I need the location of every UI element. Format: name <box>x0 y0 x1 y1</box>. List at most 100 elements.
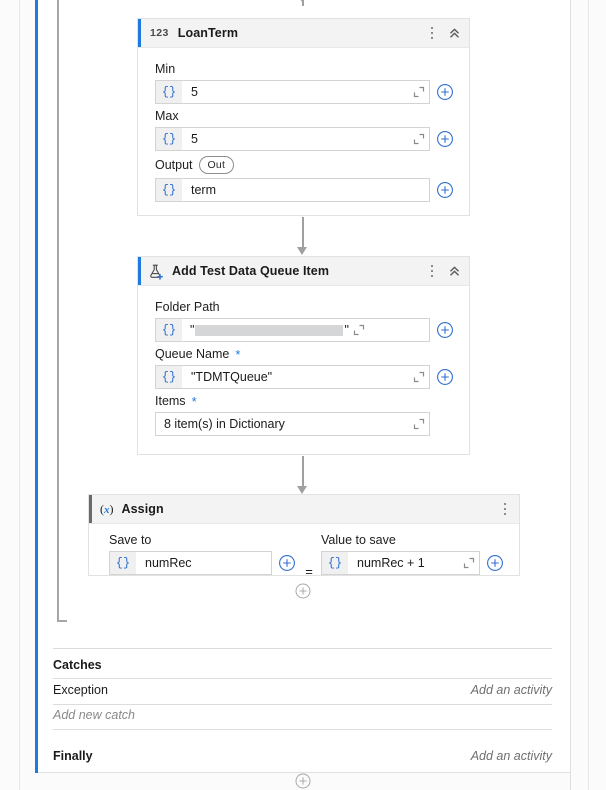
expression-braces-icon: {} <box>322 552 348 574</box>
field-input-items[interactable]: 8 item(s) in Dictionary <box>155 412 430 436</box>
field-input-output[interactable]: {} term <box>155 178 430 202</box>
field-label-folder-path: Folder Path <box>155 300 220 314</box>
catch-row-exception-add-activity[interactable]: Add an activity <box>470 683 552 697</box>
expression-braces-icon: {} <box>156 319 182 341</box>
field-label-min: Min <box>155 62 176 76</box>
finally-add-activity[interactable]: Add an activity <box>470 749 552 763</box>
expression-braces-icon: {} <box>156 179 182 201</box>
expand-editor-icon[interactable] <box>459 557 479 569</box>
rule-below-exception-row <box>53 704 552 705</box>
add-activity-in-try-button[interactable] <box>295 583 311 599</box>
catches-heading: Catches <box>53 658 102 672</box>
output-direction-pill: Out <box>198 156 235 174</box>
field-row-output: {} term <box>155 178 455 202</box>
add-value-plus-icon[interactable] <box>435 320 455 340</box>
add-value-plus-icon[interactable] <box>485 553 505 573</box>
expression-braces-icon: {} <box>156 366 182 388</box>
expand-editor-icon[interactable] <box>409 418 429 430</box>
redaction-bar <box>195 324 344 336</box>
field-input-folder-path[interactable]: {} " " <box>155 318 430 342</box>
add-new-catch-link[interactable]: Add new catch <box>53 708 135 722</box>
assign-equals-sign: = <box>305 564 313 579</box>
rule-below-catches-heading <box>53 678 552 679</box>
card-title-assign: Assign <box>121 502 164 516</box>
collapse-chevron-icon[interactable] <box>447 264 462 279</box>
card-header-loanterm[interactable]: 123 LoanTerm <box>138 19 469 48</box>
more-options-icon[interactable] <box>498 501 512 517</box>
field-value-max[interactable]: 5 <box>191 132 198 146</box>
panel-bottom-edge <box>38 772 570 773</box>
field-value-items[interactable]: 8 item(s) in Dictionary <box>164 417 285 431</box>
field-label-save-to: Save to <box>109 533 152 547</box>
more-options-icon[interactable] <box>425 263 439 279</box>
card-accent-bar <box>89 495 92 523</box>
add-value-plus-icon[interactable] <box>435 180 455 200</box>
field-row-save-to: {} numRec <box>109 551 297 575</box>
add-activity-bottom-button[interactable] <box>295 773 311 789</box>
field-label-items: Items * <box>155 393 197 409</box>
outer-rail-left <box>19 0 20 790</box>
expand-editor-icon[interactable] <box>409 86 429 98</box>
field-value-folder-path-redacted[interactable]: " " <box>182 323 349 337</box>
rule-above-catches <box>53 648 552 649</box>
variable-x-icon: (x) <box>100 501 114 516</box>
field-row-items: 8 item(s) in Dictionary <box>155 412 455 436</box>
field-label-value-to-save: Value to save <box>321 533 396 547</box>
expand-editor-icon[interactable] <box>349 324 369 336</box>
outer-rail-right <box>588 0 589 790</box>
card-header-add-test-data-queue-item[interactable]: Add Test Data Queue Item <box>138 257 469 286</box>
field-label-output: Output Out <box>155 156 455 174</box>
try-block-guide-foot <box>57 620 67 622</box>
panel-edge-right <box>570 0 571 790</box>
flask-add-icon <box>148 263 164 280</box>
more-options-icon[interactable] <box>425 25 439 41</box>
field-label-queue-name: Queue Name * <box>155 346 241 362</box>
expand-editor-icon[interactable] <box>409 133 429 145</box>
activity-card-add-test-data-queue-item[interactable]: Add Test Data Queue Item Folder Path <box>137 256 470 455</box>
field-input-value-to-save[interactable]: {} numRec + 1 <box>321 551 480 575</box>
rule-above-finally <box>53 729 552 730</box>
required-asterisk: * <box>235 346 241 362</box>
field-row-max: {} 5 <box>155 127 455 151</box>
field-row-min: {} 5 <box>155 80 455 104</box>
activity-card-loanterm[interactable]: 123 LoanTerm Min {} <box>137 18 470 216</box>
connector-arrow-loanterm-to-queue <box>297 217 308 256</box>
card-body-add-test-data-queue-item: Folder Path {} " " <box>138 286 469 448</box>
add-value-plus-icon[interactable] <box>435 129 455 149</box>
required-asterisk: * <box>191 393 197 409</box>
field-row-value-to-save: {} numRec + 1 <box>321 551 505 575</box>
quote-open: " <box>190 323 195 337</box>
expression-braces-icon: {} <box>110 552 136 574</box>
expression-braces-icon: {} <box>156 128 182 150</box>
field-value-output[interactable]: term <box>191 183 216 197</box>
field-value-min[interactable]: 5 <box>191 85 198 99</box>
connector-arrow-top <box>297 0 308 14</box>
card-body-loanterm: Min {} 5 <box>138 48 469 214</box>
card-header-assign[interactable]: (x) Assign <box>89 495 519 524</box>
field-input-max[interactable]: {} 5 <box>155 127 430 151</box>
add-value-plus-icon[interactable] <box>277 553 297 573</box>
field-label-max: Max <box>155 109 179 123</box>
try-block-guide <box>57 0 59 622</box>
card-accent-bar <box>138 19 141 47</box>
add-value-plus-icon[interactable] <box>435 82 455 102</box>
card-title-loanterm: LoanTerm <box>177 26 239 40</box>
field-input-save-to[interactable]: {} numRec <box>109 551 272 575</box>
field-input-min[interactable]: {} 5 <box>155 80 430 104</box>
expand-editor-icon[interactable] <box>409 371 429 383</box>
quote-close: " <box>344 323 349 337</box>
expression-braces-icon: {} <box>156 81 182 103</box>
card-title-add-test-data-queue-item: Add Test Data Queue Item <box>172 264 330 278</box>
card-accent-bar <box>138 257 141 285</box>
field-row-folder-path: {} " " <box>155 318 455 342</box>
field-value-save-to[interactable]: numRec <box>145 556 192 570</box>
field-value-value-to-save[interactable]: numRec + 1 <box>357 556 425 570</box>
activity-card-assign[interactable]: (x) Assign Save to {} numRec <box>88 494 520 579</box>
field-input-queue-name[interactable]: {} "TDMTQueue" <box>155 365 430 389</box>
field-value-queue-name[interactable]: "TDMTQueue" <box>191 370 273 384</box>
catch-row-exception-name: Exception <box>53 683 108 697</box>
add-value-plus-icon[interactable] <box>435 367 455 387</box>
field-row-queue-name: {} "TDMTQueue" <box>155 365 455 389</box>
collapse-chevron-icon[interactable] <box>447 26 462 41</box>
